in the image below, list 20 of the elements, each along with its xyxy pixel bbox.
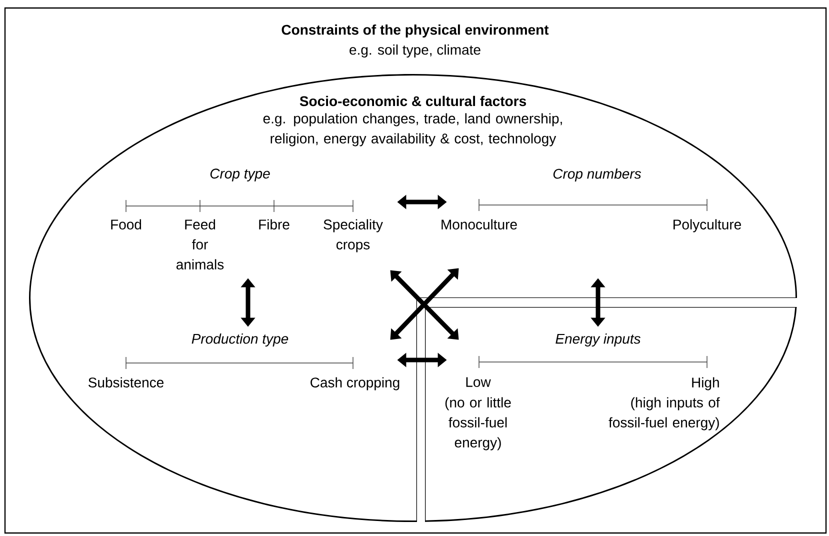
scale-label: Monoculture [442,219,517,230]
scale-label: Subsistence [88,377,164,388]
scale-label: (high inputs of fossil-fuel energy) [608,397,720,430]
scale-label: Cash cropping [310,377,400,390]
scale-label: (no or little fossil-fuel energy) [445,397,511,450]
scale-title: Production type [192,333,288,347]
box-title: Constraints of the physical environment [282,24,549,38]
scale-label: High [692,377,719,390]
ellipse-description: e.g. population changes, trade, land ownership, religion, energy availability & cost, technology [263,113,562,146]
scale-title: Crop type [210,168,270,182]
scale-label: Food [111,219,142,230]
scale-title: Energy inputs [556,333,640,347]
scale-label: Low [466,377,491,387]
scale-label: Polyculture [674,219,741,232]
ellipse-title: Socio-economic & cultural factors [300,96,526,106]
box-subtitle: e.g. soil type, climate [350,44,480,58]
scale-label: Fibre [259,219,290,230]
scale-label: Speciality crops [324,219,383,252]
scale-label: Feed for animals [176,219,224,270]
scale-title: Crop numbers [553,168,642,182]
